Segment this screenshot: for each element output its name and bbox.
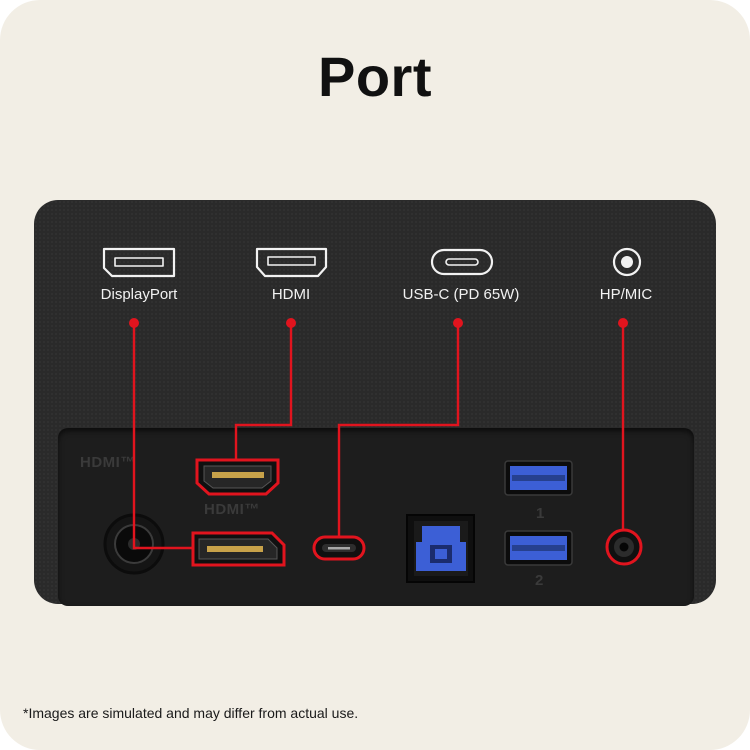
page-title: Port xyxy=(318,45,432,108)
hdmi-icon xyxy=(255,247,328,278)
displayport-port xyxy=(191,531,286,567)
callout-hdmi xyxy=(234,323,293,460)
usb-a-port-1 xyxy=(504,460,573,496)
hdmi-port xyxy=(195,458,280,496)
callout-usb-c xyxy=(337,323,460,537)
usb-a-number-1: 1 xyxy=(536,505,545,522)
hdmi-logo-mark-lower: HDMI™ xyxy=(204,501,260,518)
label-displayport: DisplayPort xyxy=(100,286,178,303)
usb-c-icon xyxy=(430,248,494,276)
label-usb-c: USB-C (PD 65W) xyxy=(402,286,520,303)
headphone-mic-icon xyxy=(612,247,642,277)
usb-a-port-2 xyxy=(504,530,573,566)
label-hdmi: HDMI xyxy=(271,286,311,303)
callout-lines xyxy=(132,323,625,550)
callout-displayport xyxy=(132,323,193,550)
displayport-icon xyxy=(102,247,176,278)
hp-mic-jack xyxy=(605,528,643,566)
port-recess xyxy=(58,428,694,606)
hdmi-logo-mark: HDMI™ xyxy=(80,454,136,471)
label-hp-mic: HP/MIC xyxy=(599,286,653,303)
callout-dots xyxy=(129,318,628,328)
disclaimer-footnote: *Images are simulated and may differ fro… xyxy=(23,705,359,721)
usb-c-port xyxy=(312,535,366,561)
usb-a-number-2: 2 xyxy=(535,572,544,589)
usb-b-port xyxy=(406,514,475,583)
